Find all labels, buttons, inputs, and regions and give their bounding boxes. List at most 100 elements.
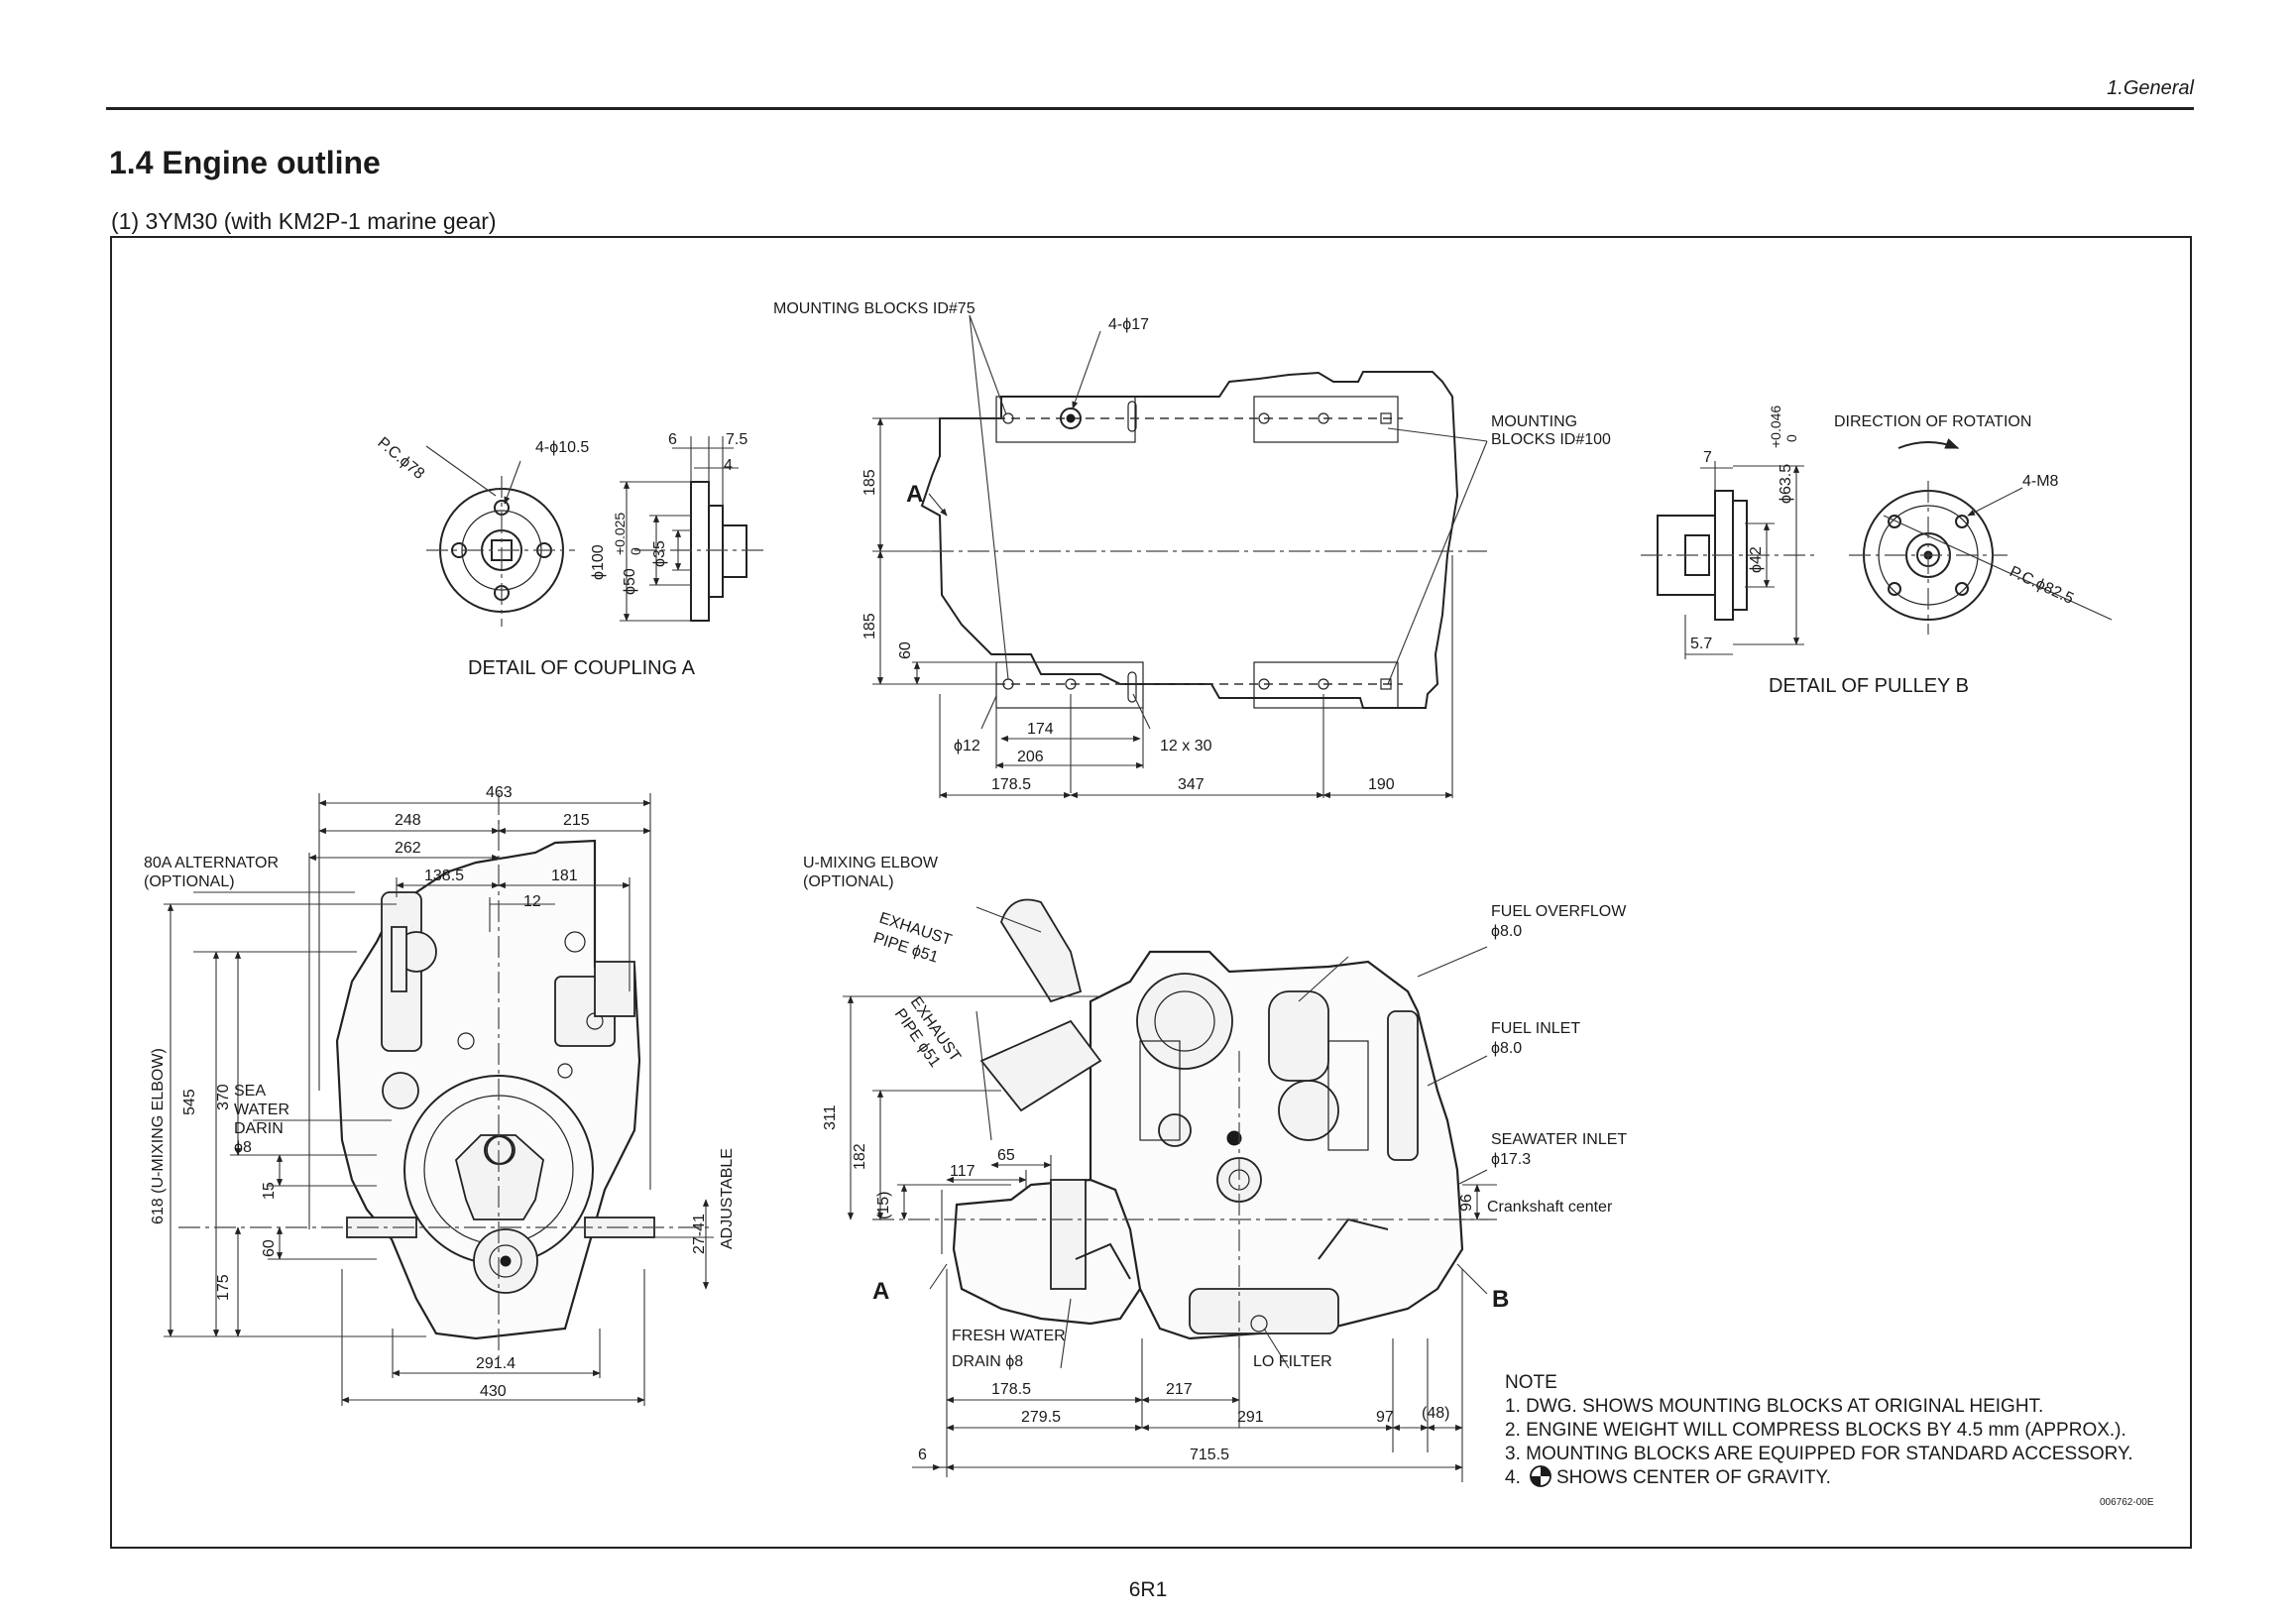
center-of-gravity-icon [1530, 1465, 1551, 1487]
lo-filter-label: LO FILTER [1253, 1353, 1332, 1370]
top-dim-185b: 185 [861, 613, 878, 639]
side-view [843, 898, 1497, 1482]
page-number: 6R1 [1128, 1578, 1168, 1601]
front-dim-138-5: 138.5 [424, 868, 464, 884]
holes-17-label: 4-ϕ17 [1108, 316, 1149, 333]
page-title: 1.4 Engine outline [109, 145, 381, 180]
front-dim-248: 248 [395, 812, 421, 829]
pulley-caption: DETAIL OF PULLEY B [1769, 675, 1969, 697]
front-dim-215: 215 [563, 812, 590, 829]
side-dim-217: 217 [1166, 1381, 1193, 1398]
coupling-d35-label: ϕ35 [651, 540, 668, 567]
top-slot-label: 12 x 30 [1160, 738, 1212, 754]
side-dim-178-5: 178.5 [991, 1381, 1031, 1398]
side-dim-291: 291 [1237, 1409, 1264, 1426]
front-dim-545: 545 [181, 1089, 198, 1115]
note-heading: NOTE [1505, 1372, 1557, 1393]
fuel-inlet-d: ϕ8.0 [1491, 1040, 1522, 1057]
note-1: 1. DWG. SHOWS MOUNTING BLOCKS AT ORIGINA… [1505, 1396, 2043, 1417]
pulley-m8-label: 4-M8 [2022, 473, 2059, 490]
front-view [164, 793, 714, 1406]
front-dim-12: 12 [523, 893, 541, 910]
top-dim-347: 347 [1178, 776, 1205, 793]
front-dim-27-41: 27-41 [691, 1214, 708, 1254]
crankshaft-center-label: Crankshaft center [1487, 1199, 1613, 1216]
side-dim-65: 65 [997, 1147, 1015, 1164]
front-dim-15: 15 [261, 1182, 278, 1200]
side-dim-97: 97 [1376, 1409, 1394, 1426]
coupling-ref-a-top: A [906, 481, 923, 508]
pulley-ref-b-side: B [1492, 1286, 1509, 1313]
side-dim-182: 182 [852, 1143, 868, 1170]
fresh-water-line2: DRAIN ϕ8 [952, 1353, 1023, 1370]
u-mixing-elbow-line1: U-MIXING ELBOW [803, 855, 939, 871]
top-view [872, 314, 1488, 799]
pulley-pc-label: P.C.ϕ82.5 [2007, 563, 2076, 608]
u-mixing-elbow-line2: (OPTIONAL) [803, 873, 894, 890]
side-dim-279-5: 279.5 [1021, 1409, 1061, 1426]
front-dim-262: 262 [395, 840, 421, 857]
seawater-inlet-d: ϕ17.3 [1491, 1151, 1531, 1168]
side-dim-15: (15) [875, 1192, 892, 1219]
sea-water-line2: WATER [234, 1101, 289, 1118]
front-dim-291-4: 291.4 [476, 1355, 516, 1372]
fresh-water-line1: FRESH WATER [952, 1328, 1066, 1344]
alternator-line2: (OPTIONAL) [144, 873, 235, 890]
coupling-holes-label: 4-ϕ10.5 [535, 439, 589, 456]
coupling-d50-label: ϕ50 [622, 568, 638, 595]
coupling-pc-label: P.C.ϕ78 [374, 434, 427, 483]
drawing-frame [110, 236, 2192, 1549]
front-dim-463: 463 [486, 784, 513, 801]
front-dim-618: 618 (U-MIXING ELBOW) [150, 1048, 167, 1224]
top-d12-label: ϕ12 [954, 738, 980, 754]
sea-water-line4: ϕ8 [234, 1139, 252, 1156]
sea-water-line1: SEA [234, 1083, 266, 1100]
fuel-overflow-label: FUEL OVERFLOW [1491, 903, 1627, 920]
front-dim-181: 181 [551, 868, 578, 884]
side-dim-117: 117 [950, 1163, 976, 1180]
mounting-blocks-100-line1: MOUNTING [1491, 413, 1577, 430]
header-rule [106, 107, 2194, 110]
top-dim-185a: 185 [861, 469, 878, 496]
side-dim-311: 311 [822, 1104, 839, 1130]
note-4: SHOWS CENTER OF GRAVITY. [1556, 1467, 1831, 1488]
pulley-dim7: 7 [1703, 449, 1712, 466]
note-3: 3. MOUNTING BLOCKS ARE EQUIPPED FOR STAN… [1505, 1444, 2132, 1464]
adjustable-label: ADJUSTABLE [719, 1148, 736, 1249]
coupling-ref-a-side: A [872, 1278, 889, 1305]
side-dim-715-5: 715.5 [1190, 1447, 1229, 1463]
coupling-dim4: 4 [724, 457, 733, 474]
figure-subtitle: (1) 3YM30 (with KM2P-1 marine gear) [111, 208, 497, 234]
pulley-dim5-7: 5.7 [1690, 636, 1712, 652]
coupling-tol-plus: +0.025 [612, 513, 628, 555]
side-dim-96: 96 [1458, 1194, 1475, 1212]
seawater-inlet-label: SEAWATER INLET [1491, 1131, 1627, 1148]
note-4-number: 4. [1505, 1467, 1521, 1488]
front-dim-430: 430 [480, 1383, 507, 1400]
front-dim-370: 370 [215, 1084, 232, 1110]
pulley-detail [1641, 438, 2113, 659]
coupling-dim7-5: 7.5 [726, 431, 747, 448]
mounting-blocks-100-line2: BLOCKS ID#100 [1491, 431, 1611, 448]
mounting-blocks-75-label: MOUNTING BLOCKS ID#75 [773, 300, 976, 317]
coupling-caption: DETAIL OF COUPLING A [468, 657, 696, 679]
pulley-d42: ϕ42 [1748, 546, 1765, 573]
top-dim-174: 174 [1027, 721, 1054, 738]
top-dim-178-5: 178.5 [991, 776, 1031, 793]
front-dim-60: 60 [261, 1239, 278, 1257]
coupling-d100-label: ϕ100 [590, 544, 607, 580]
coupling-dim6: 6 [668, 431, 677, 448]
alternator-line1: 80A ALTERNATOR [144, 855, 279, 871]
section-header: 1.General [2107, 77, 2194, 99]
side-dim-6: 6 [918, 1447, 927, 1463]
note-2: 2. ENGINE WEIGHT WILL COMPRESS BLOCKS BY… [1505, 1420, 2126, 1441]
sea-water-line3: DARIN [234, 1120, 284, 1137]
coupling-detail [425, 436, 763, 627]
fuel-inlet-label: FUEL INLET [1491, 1020, 1580, 1037]
top-dim-206: 206 [1017, 749, 1044, 765]
side-dim-48: (48) [1422, 1405, 1449, 1422]
pulley-tol-zero: 0 [1783, 434, 1799, 442]
fuel-overflow-d: ϕ8.0 [1491, 923, 1522, 940]
top-dim-190: 190 [1368, 776, 1395, 793]
